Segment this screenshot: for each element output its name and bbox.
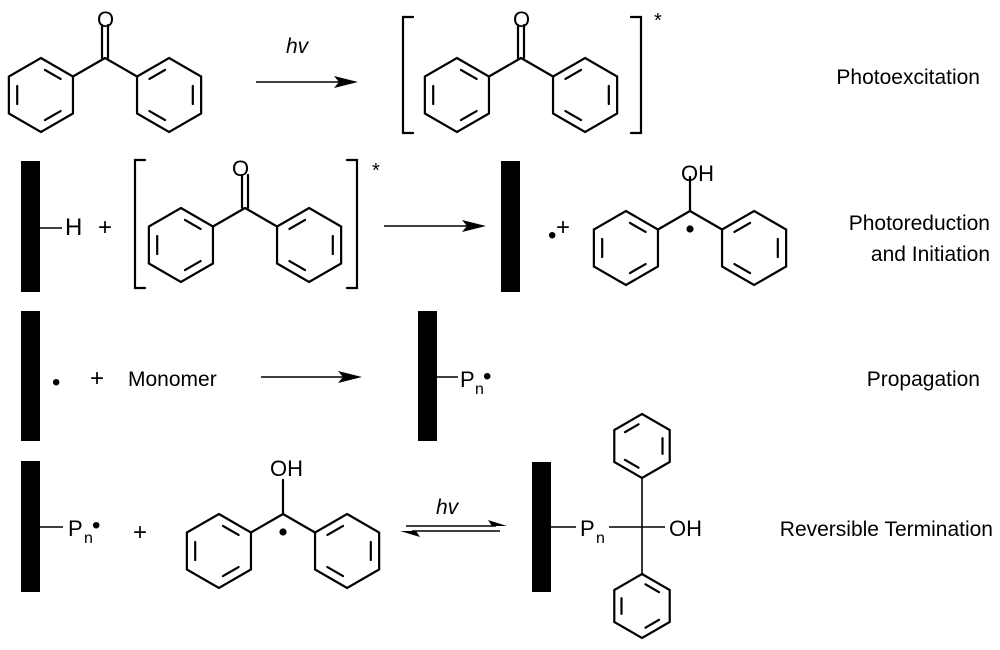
scheme-geometry (7, 15, 788, 640)
benzene-ring (720, 209, 788, 287)
arrow-head (338, 371, 362, 383)
ring-bond (243, 206, 279, 228)
oxygen-atom-label: O (97, 7, 114, 32)
left-bracket (401, 15, 415, 135)
aromatic-double-bond (183, 218, 202, 231)
row-label-initiation: and Initiation (871, 243, 990, 266)
aromatic-double-bond (733, 262, 752, 275)
polymer-chain-P: P (580, 516, 595, 541)
excited-state-asterisk: * (654, 10, 662, 32)
ring-bond (249, 512, 285, 534)
aromatic-double-bond (326, 565, 345, 578)
row-label-photoexcitation: Photoexcitation (836, 66, 980, 89)
plus-sign: + (556, 214, 570, 241)
polymer-chain-subscript-n: n (84, 530, 93, 547)
plus-sign: + (133, 519, 147, 546)
equilibrium-forward-head (488, 520, 507, 526)
monomer-label: Monomer (128, 368, 217, 391)
aromatic-double-bond (148, 109, 167, 122)
aromatic-double-bond (148, 68, 167, 81)
aromatic-double-bond (221, 524, 240, 537)
aromatic-double-bond (326, 524, 345, 537)
aromatic-double-bond (564, 68, 583, 81)
benzene-ring (147, 206, 215, 284)
aromatic-double-bond (733, 221, 752, 234)
right-bracket (629, 15, 643, 135)
aromatic-double-bond (623, 423, 640, 434)
polymer-chain-subscript-n: n (596, 530, 605, 547)
benzene-ring (275, 206, 343, 284)
surface-substrate (21, 461, 40, 592)
polymer-chain-subscript-n: n (475, 381, 484, 398)
aromatic-double-bond (628, 262, 647, 275)
equilibrium-reverse-head (400, 531, 420, 537)
surface-substrate (501, 161, 520, 292)
ring-bond (487, 56, 523, 78)
hydroxyl-label: OH (681, 161, 714, 186)
benzene-ring (613, 412, 671, 480)
plus-sign: + (98, 214, 112, 241)
aromatic-double-bond (183, 259, 202, 272)
benzene-ring (592, 209, 660, 287)
aromatic-double-bond (644, 583, 661, 594)
aromatic-double-bond (564, 109, 583, 122)
arrow-head (334, 76, 358, 88)
left-bracket (133, 158, 147, 290)
plus-sign: + (90, 365, 104, 392)
aromatic-double-bond (459, 68, 478, 81)
aromatic-double-bond (644, 618, 661, 629)
aromatic-double-bond (459, 109, 478, 122)
benzene-ring (551, 56, 619, 134)
arrow-head (462, 220, 486, 232)
surface-substrate (532, 462, 551, 592)
aromatic-double-bond (43, 68, 62, 81)
aromatic-double-bond (43, 109, 62, 122)
polymer-chain-P: P (68, 516, 83, 541)
radical-dot (279, 528, 287, 536)
radical-dot: • (52, 369, 60, 396)
ring-bond (281, 512, 317, 534)
hv-label-photoexcitation: hv (286, 35, 310, 58)
surface-hydrogen-label: H (65, 214, 82, 241)
right-bracket (345, 158, 359, 290)
ring-bond (103, 56, 139, 78)
row-label-photoreduction: Photoreduction (849, 212, 990, 235)
radical-dot (686, 225, 694, 233)
radical-dot: • (483, 363, 491, 390)
hydroxyl-label: OH (270, 456, 303, 481)
aromatic-double-bond (221, 565, 240, 578)
benzene-ring (423, 56, 491, 134)
aromatic-double-bond (628, 221, 647, 234)
hv-label-termination: hv (436, 496, 460, 519)
benzene-ring (7, 56, 75, 134)
benzene-ring (313, 512, 381, 590)
aromatic-double-bond (288, 218, 307, 231)
oxygen-atom-label-excited: O (232, 156, 249, 181)
surface-substrate (21, 161, 40, 292)
row-label-propagation: Propagation (867, 368, 980, 391)
benzene-ring (185, 512, 253, 590)
surface-substrate (21, 311, 40, 441)
polymer-chain-P: P (460, 367, 475, 392)
ring-bond (519, 56, 555, 78)
benzene-ring (135, 56, 203, 134)
hydroxyl-label: OH (669, 516, 702, 541)
aromatic-double-bond (623, 458, 640, 469)
excited-state-asterisk: * (372, 160, 380, 182)
oxygen-atom-label-excited: O (513, 7, 530, 32)
benzene-ring (613, 572, 671, 640)
ring-bond (656, 209, 692, 231)
row-label-reversible-termination: Reversible Termination (780, 518, 993, 541)
radical-dot: • (92, 512, 100, 539)
ring-bond (688, 209, 724, 231)
ring-bond (71, 56, 107, 78)
ring-bond (211, 206, 247, 228)
aromatic-double-bond (288, 259, 307, 272)
surface-substrate (418, 311, 437, 441)
radical-dot: • (548, 222, 556, 249)
